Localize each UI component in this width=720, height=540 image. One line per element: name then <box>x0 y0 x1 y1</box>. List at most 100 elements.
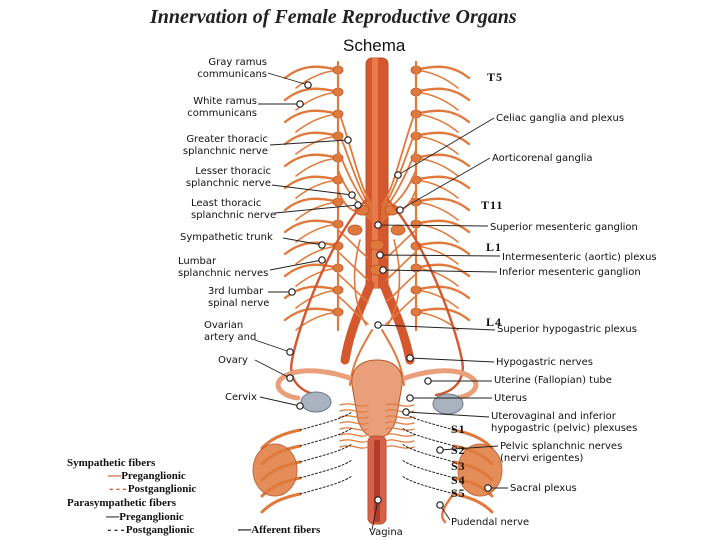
spinal-nerve-right-branch <box>416 290 458 308</box>
spinal-nerve-right-branch <box>416 70 458 88</box>
legend-para-post-label: Postganglionic <box>126 524 194 536</box>
spinal-nerve-left-branch <box>296 158 338 176</box>
uterus-body <box>352 360 402 438</box>
ovary-left <box>301 392 331 412</box>
label-sympathetic-trunk: Sympathetic trunk <box>180 232 273 244</box>
segment-s3: S3 <box>451 459 466 474</box>
legend-para-pre-label: Preganglionic <box>119 511 184 523</box>
label-ovary: Ovary <box>218 355 248 367</box>
spinal-nerve-right <box>416 243 469 254</box>
segment-s1: S1 <box>451 422 466 437</box>
spinal-nerve-right-branch <box>416 202 458 220</box>
label-pointer-left <box>345 137 351 143</box>
spinal-nerve-right <box>416 111 469 122</box>
label-pointer-right <box>395 172 401 178</box>
label-superior-hypogastric: Superior hypogastric plexus <box>497 324 637 336</box>
spinal-nerve-left <box>285 177 338 188</box>
segment-s2: S2 <box>451 443 466 458</box>
label-sacral-plexus: Sacral plexus <box>510 483 577 495</box>
spinal-nerve-left <box>285 265 338 276</box>
segment-l4: L4 <box>486 315 502 330</box>
label-superior-mesenteric: Superior mesenteric ganglion <box>490 222 638 234</box>
label-pointer-left <box>289 289 295 295</box>
parasympathetic-fiber-right <box>402 428 454 446</box>
leader-line-left <box>272 185 352 195</box>
spinal-nerve-left <box>285 199 338 210</box>
spinal-nerve-left <box>285 221 338 232</box>
label-hypogastric-nerves: Hypogastric nerves <box>496 357 593 369</box>
pelvic-plexus-right <box>386 440 414 442</box>
label-vagina: Vagina <box>369 527 403 539</box>
label-pelvic-splanchnic: Pelvic splanchnic nerves(nervi erigentes… <box>500 441 622 465</box>
label-pointer-left <box>297 403 303 409</box>
spinal-nerve-left-branch <box>296 114 338 132</box>
legend-sym-post: ---Postganglionic <box>108 483 196 497</box>
label-pointer-left <box>287 375 293 381</box>
spinal-nerve-right <box>416 89 469 100</box>
spinal-nerve-left <box>285 243 338 254</box>
spinal-nerve-left <box>285 155 338 166</box>
spinal-nerve-left <box>285 309 338 320</box>
spinal-nerve-right-branch <box>416 92 458 110</box>
ovary-right <box>433 394 463 414</box>
legend-para-post-mark: --- <box>106 525 126 537</box>
vaginal-canal <box>374 440 380 522</box>
label-celiac: Celiac ganglia and plexus <box>496 113 624 125</box>
legend-para-pre: ——Preganglionic <box>106 511 184 525</box>
prevertebral-ganglion <box>370 240 384 250</box>
spinal-nerve-left-branch <box>296 202 338 220</box>
segment-t11: T11 <box>481 198 503 213</box>
label-pointer-right <box>380 267 386 273</box>
label-white-ramus: White ramuscommunicans <box>185 96 257 120</box>
label-pointer-right <box>425 378 431 384</box>
sacral-plexus-left <box>253 444 297 496</box>
spinal-nerve-right <box>416 67 469 78</box>
prevertebral-ganglion <box>348 225 362 235</box>
legend-afferent-mark: —— <box>238 525 251 537</box>
label-uterus: Uterus <box>494 393 527 405</box>
segment-l1: L1 <box>486 240 502 255</box>
sacral-nerve-left <box>262 494 300 512</box>
label-pointer-right <box>375 222 381 228</box>
label-cervix: Cervix <box>225 392 257 404</box>
spinal-nerve-left-branch <box>296 290 338 308</box>
legend-sym-pre-mark: —— <box>108 471 121 483</box>
label-pudendal-nerve: Pudendal nerve <box>451 517 529 529</box>
spinal-nerve-right <box>416 199 469 210</box>
leader-line-right <box>398 118 494 175</box>
spinal-nerve-left <box>285 111 338 122</box>
legend-para-post: ---Postganglionic <box>106 524 194 538</box>
label-aorticorenal: Aorticorenal ganglia <box>492 153 593 165</box>
label-pointer-right <box>377 252 383 258</box>
label-inferior-mesenteric: Inferior mesenteric ganglion <box>499 267 641 279</box>
legend-sym-post-mark: --- <box>108 484 128 496</box>
legend-sympathetic-title: Sympathetic fibers <box>67 457 155 470</box>
label-pointer-left <box>319 242 325 248</box>
spinal-nerve-right-branch <box>416 114 458 132</box>
label-pointer-right <box>403 409 409 415</box>
label-uterovaginal-plexus: Uterovaginal and inferiorhypogastric (pe… <box>491 411 637 435</box>
label-least-splanchnic: Least thoracicsplanchnic nerve <box>191 198 276 222</box>
spinal-nerve-right <box>416 177 469 188</box>
segment-t5: T5 <box>487 70 503 85</box>
spinal-nerve-left-branch <box>296 70 338 88</box>
legend-para-pre-mark: —— <box>106 512 119 524</box>
label-pointer-left <box>349 192 355 198</box>
spinal-nerve-right <box>416 221 469 232</box>
pelvic-plexus-right <box>386 434 414 436</box>
label-pointer-right <box>437 502 443 508</box>
label-pointer-right <box>407 355 413 361</box>
label-uterine-tube: Uterine (Fallopian) tube <box>494 375 612 387</box>
label-pointer-right <box>437 447 443 453</box>
label-pointer-right <box>375 497 381 503</box>
pelvic-plexus-left <box>340 434 368 436</box>
label-pointer-right <box>375 322 381 328</box>
leader-line-right <box>410 358 494 362</box>
parasympathetic-fiber-left <box>300 460 352 478</box>
label-gray-ramus: Gray ramuscommunicans <box>195 57 267 81</box>
segment-s5: S5 <box>451 486 466 501</box>
legend-sym-post-label: Postganglionic <box>128 483 196 495</box>
spinal-nerve-right-branch <box>416 136 458 154</box>
